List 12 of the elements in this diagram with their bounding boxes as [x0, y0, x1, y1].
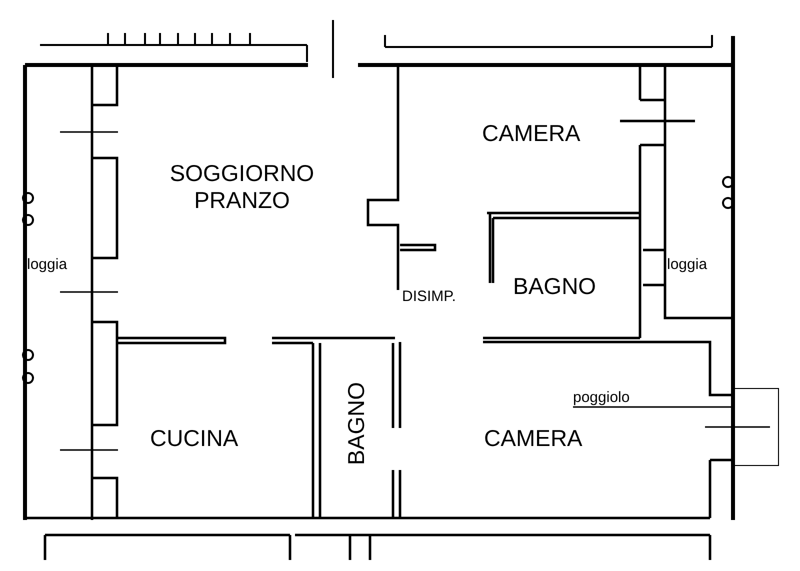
room-label: CAMERA	[482, 120, 580, 147]
room-label: poggiolo	[573, 389, 630, 406]
room-label: CUCINA	[150, 425, 238, 452]
leader-line	[573, 406, 733, 408]
room-label: CAMERA	[484, 425, 582, 452]
balcony	[733, 388, 779, 466]
room-label: SOGGIORNO PRANZO	[168, 160, 316, 214]
room-label: loggia	[667, 256, 708, 273]
room-label: loggia	[27, 256, 68, 273]
room-label: BAGNO	[343, 382, 370, 466]
room-label: DISIMP.	[402, 288, 456, 305]
room-label: BAGNO	[513, 273, 596, 300]
